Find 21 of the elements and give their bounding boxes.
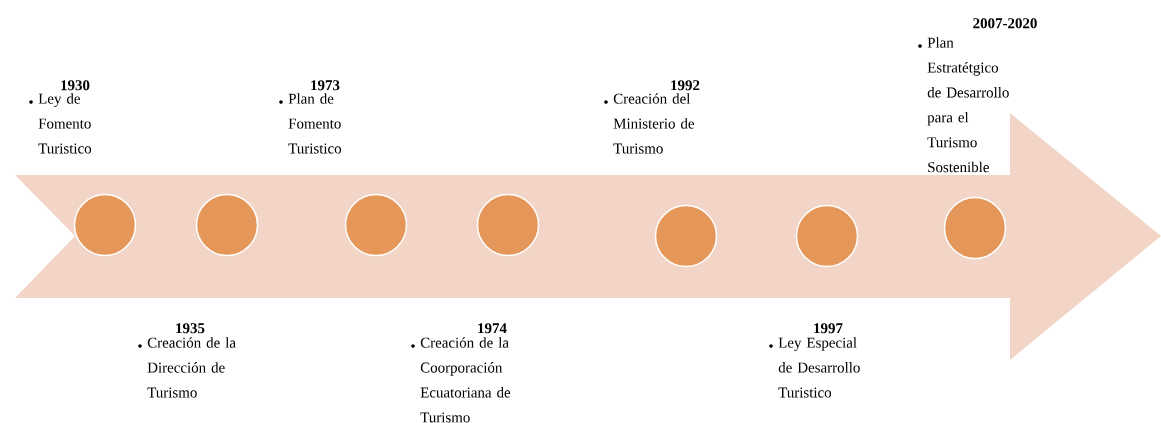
event-text: Plan Estratétgico de Desarrollo para el Turismo Sostenible	[927, 37, 1009, 173]
timeline-dot	[476, 193, 540, 257]
year-label: 1992	[671, 80, 700, 91]
event-text: Creación del Ministerio de Turismo	[613, 93, 695, 154]
timeline-dot	[344, 193, 408, 257]
event-text: Plan de Fomento Turistico	[288, 93, 342, 154]
event-text: Ley Especial de Desarrollo Turistico	[778, 337, 860, 398]
year-label: 1997	[814, 323, 843, 334]
year-label: 1973	[311, 80, 340, 91]
year-label: 2007-2020	[973, 18, 1037, 29]
year-label: 1935	[176, 323, 205, 334]
event-text: Creación de la Coorporación Ecuatoriana de Turismo	[420, 337, 511, 423]
timeline-dot	[73, 193, 137, 257]
event-text: Ley de Fomento Turistico	[38, 93, 92, 154]
year-label: 1930	[61, 80, 90, 91]
timeline-dot	[195, 193, 259, 257]
timeline-dot	[943, 196, 1007, 260]
year-label: 1974	[478, 323, 507, 334]
timeline-dot	[795, 204, 859, 268]
timeline-dot	[654, 204, 718, 268]
event-text: Creación de la Dirección de Turismo	[147, 337, 236, 398]
